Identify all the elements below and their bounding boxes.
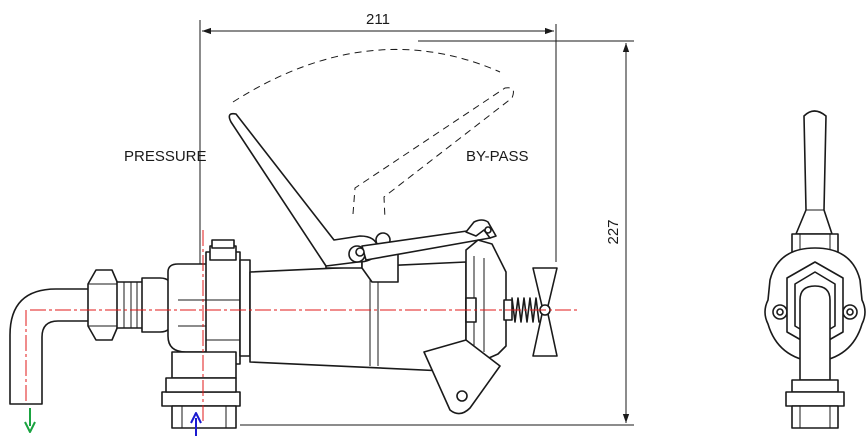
height-dimension: 227 [240,40,634,426]
elbow-outlet [9,288,93,405]
valve-body [167,263,211,353]
bypass-lever-ghost [232,48,514,220]
inlet-flow-arrow [190,412,202,436]
inlet-fitting [171,351,237,379]
front-pipe [799,285,831,381]
height-dimension-label: 227 [605,219,622,244]
width-dimension-label: 211 [366,11,390,28]
valve-flange [205,251,241,365]
valve-front-view [764,110,866,429]
front-lever [795,110,833,235]
hex-coupling-nut [87,269,119,341]
guard-plate [423,339,501,415]
valve-side-view [9,112,580,429]
pressure-label: PRESSURE [124,148,207,165]
bypass-label: BY-PASS [466,148,529,165]
outlet-flow-arrow [24,408,36,433]
operating-lever [228,112,379,267]
